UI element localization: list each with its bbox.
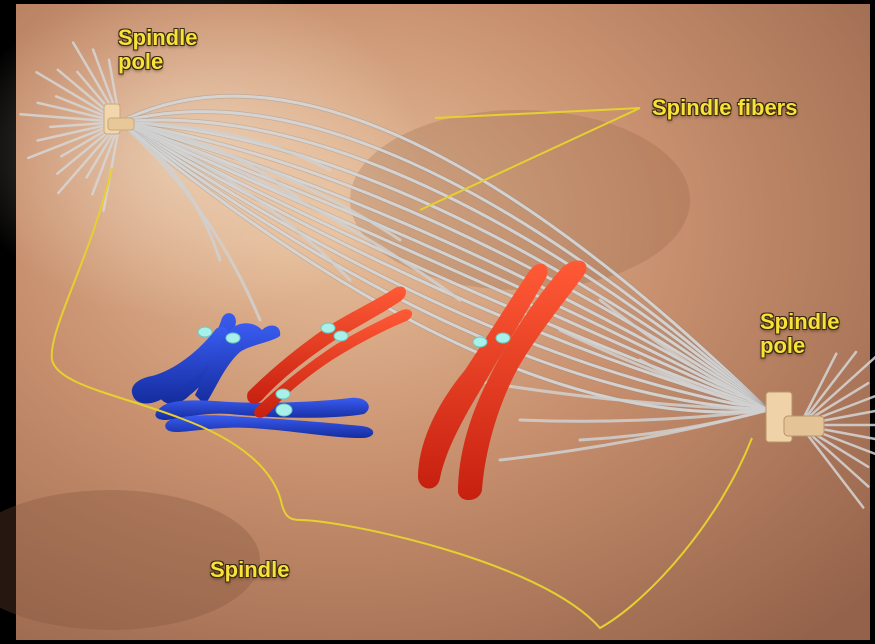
label-spindle-pole-top: Spindle pole <box>118 26 197 74</box>
label-spindle-pole-right: Spindle pole <box>760 310 839 358</box>
label-spindle: Spindle <box>210 558 289 582</box>
label-spindle-fibers: Spindle fibers <box>652 96 797 120</box>
